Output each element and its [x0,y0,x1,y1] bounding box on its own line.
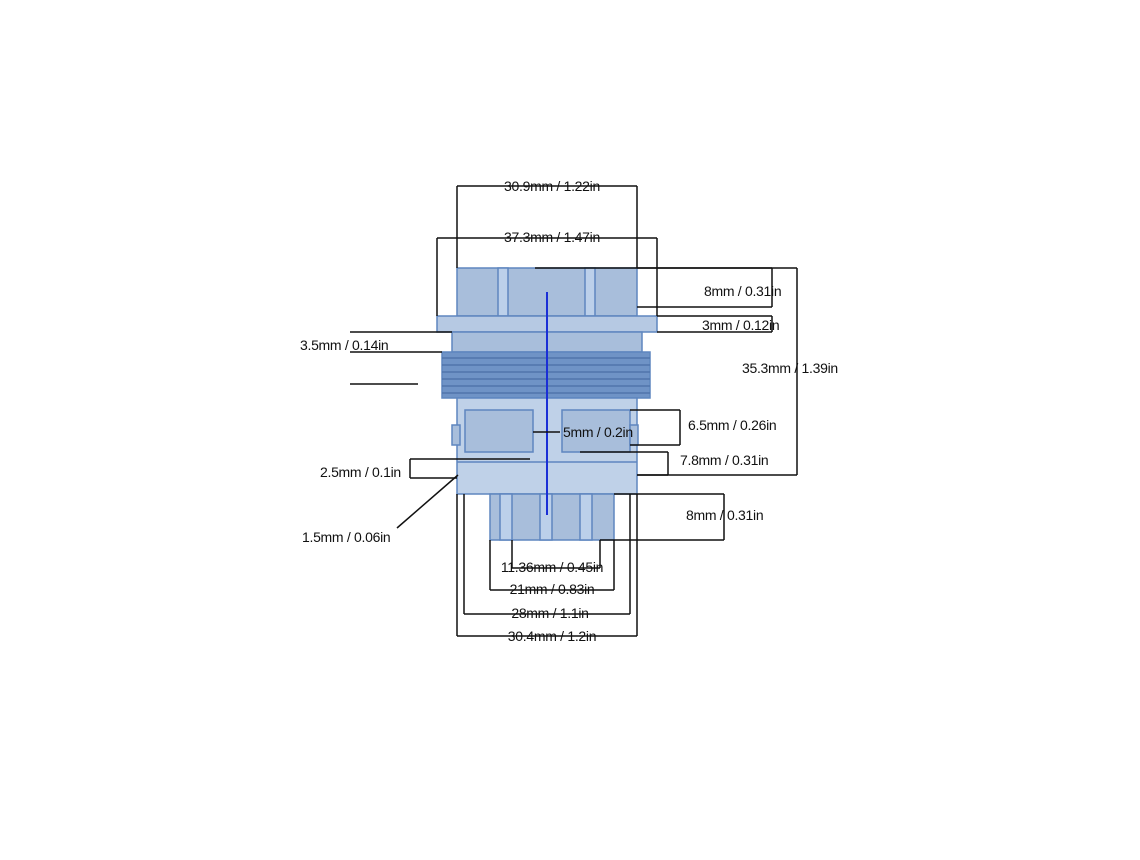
dim-line-flange-width [436,237,658,316]
terminal-pin-3 [579,493,593,541]
connector-body [436,267,658,541]
dim-line-base [463,494,631,615]
label-base-width-outer: 30.4mm / 1.2in [507,628,597,644]
label-thread-offset: 3.5mm / 0.14in [300,337,389,353]
side-slot-right [561,409,631,453]
dim-line-lip-thickness [396,474,459,529]
label-base-width-inner: 21mm / 0.83in [509,581,595,597]
latch-left [451,424,461,446]
dim-line-terminal-height [600,493,725,541]
cap-groove-left [497,267,509,317]
label-flange-width: 37.3mm / 1.47in [504,229,600,245]
dim-line-pin-spacing [511,540,601,569]
label-flange-thickness: 3mm / 0.12in [702,317,780,333]
label-slot-depth: 5mm / 0.2in [563,424,633,440]
cap-groove-right [584,267,596,317]
dim-line-thread-offset [350,331,452,385]
label-lip-height: 2.5mm / 0.1in [320,464,401,480]
label-terminal-height: 8mm / 0.31in [686,507,764,523]
dim-line-flange-thickness [657,315,773,333]
label-overall-height: 35.3mm / 1.39in [742,360,838,376]
label-lower-segment-height: 7.8mm / 0.31in [680,452,769,468]
dim-line-top-width [456,185,638,268]
dim-line-base-inner [489,540,615,591]
dim-line-body-segment [630,409,681,446]
dim-line-lower-segment [580,451,669,476]
label-body-segment-height: 6.5mm / 0.26in [688,417,777,433]
label-top-width: 30.9mm / 1.22in [504,178,600,194]
label-pin-spacing: 11.36mm / 0.45in [500,559,604,575]
terminal-pin-1 [499,493,513,541]
label-cap-height: 8mm / 0.31in [704,283,782,299]
dimension-lines [350,185,798,637]
side-slot-left [464,409,534,453]
dim-line-lip-height [409,458,530,479]
label-lip-thickness: 1.5mm / 0.06in [302,529,391,545]
label-base-width: 28mm / 1.1in [511,605,589,621]
dim-line-base-outer [456,494,638,637]
